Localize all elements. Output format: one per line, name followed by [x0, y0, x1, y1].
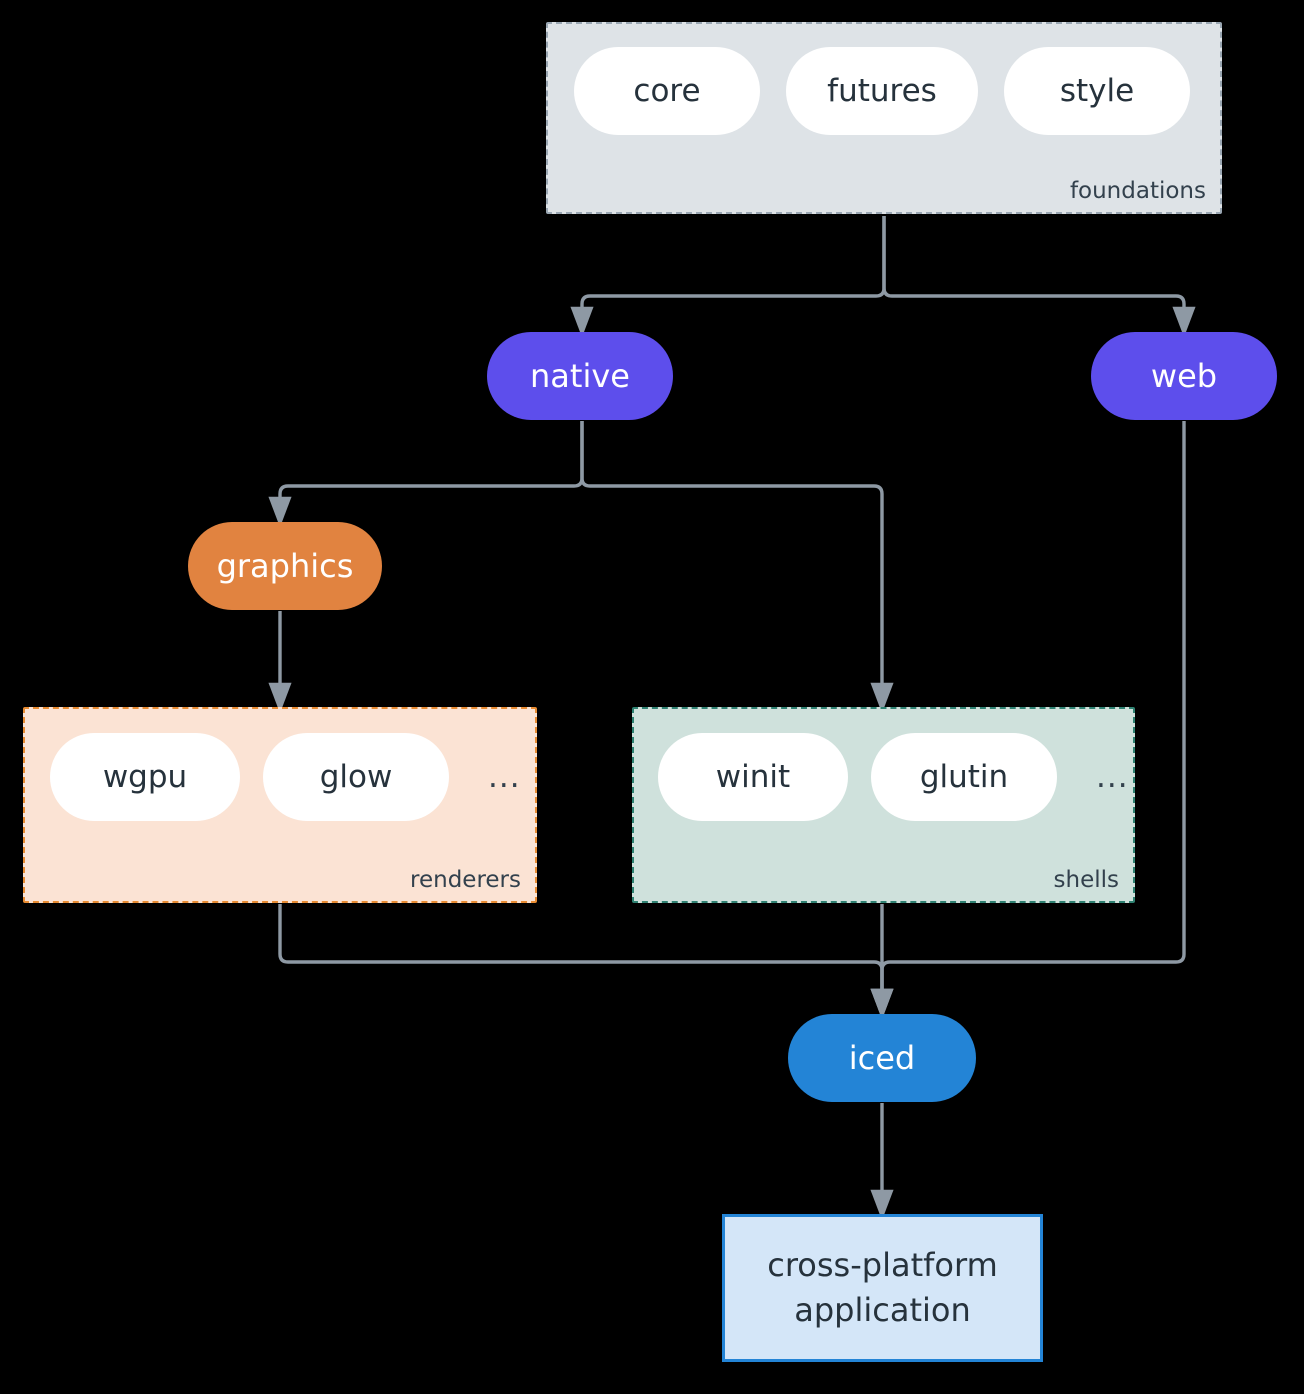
node-glow[interactable]: glow — [263, 733, 449, 821]
renderers-items: wgpu glow ... — [50, 733, 521, 821]
node-glutin[interactable]: glutin — [871, 733, 1057, 821]
group-label-shells: shells — [1053, 867, 1119, 893]
node-style[interactable]: style — [1004, 47, 1190, 135]
edge-foundations-web — [882, 216, 1196, 338]
node-wgpu[interactable]: wgpu — [50, 733, 240, 821]
application-label-line2: application — [794, 1291, 971, 1329]
node-graphics[interactable]: graphics — [188, 522, 382, 610]
edge-renderers-iced — [278, 904, 894, 1020]
edge-native-graphics — [268, 421, 584, 528]
group-renderers: wgpu glow ... renderers — [23, 707, 537, 903]
node-native[interactable]: native — [487, 332, 673, 420]
node-web[interactable]: web — [1091, 332, 1277, 420]
node-cross-platform-application[interactable]: cross-platform application — [722, 1214, 1043, 1362]
group-label-renderers: renderers — [410, 867, 521, 893]
node-futures[interactable]: futures — [786, 47, 978, 135]
renderers-more-ellipsis: ... — [488, 759, 521, 795]
node-winit[interactable]: winit — [658, 733, 848, 821]
group-foundations: core futures style foundations — [546, 22, 1222, 214]
node-iced[interactable]: iced — [788, 1014, 976, 1102]
node-core[interactable]: core — [574, 47, 760, 135]
edge-foundations-native — [570, 216, 886, 338]
shells-more-ellipsis: ... — [1096, 759, 1129, 795]
foundations-items: core futures style — [574, 47, 1190, 135]
shells-items: winit glutin ... — [658, 733, 1129, 821]
application-label-line1: cross-platform — [767, 1245, 998, 1284]
group-label-foundations: foundations — [1069, 178, 1206, 204]
group-shells: winit glutin ... shells — [632, 707, 1135, 903]
edge-native-shells — [580, 421, 894, 714]
